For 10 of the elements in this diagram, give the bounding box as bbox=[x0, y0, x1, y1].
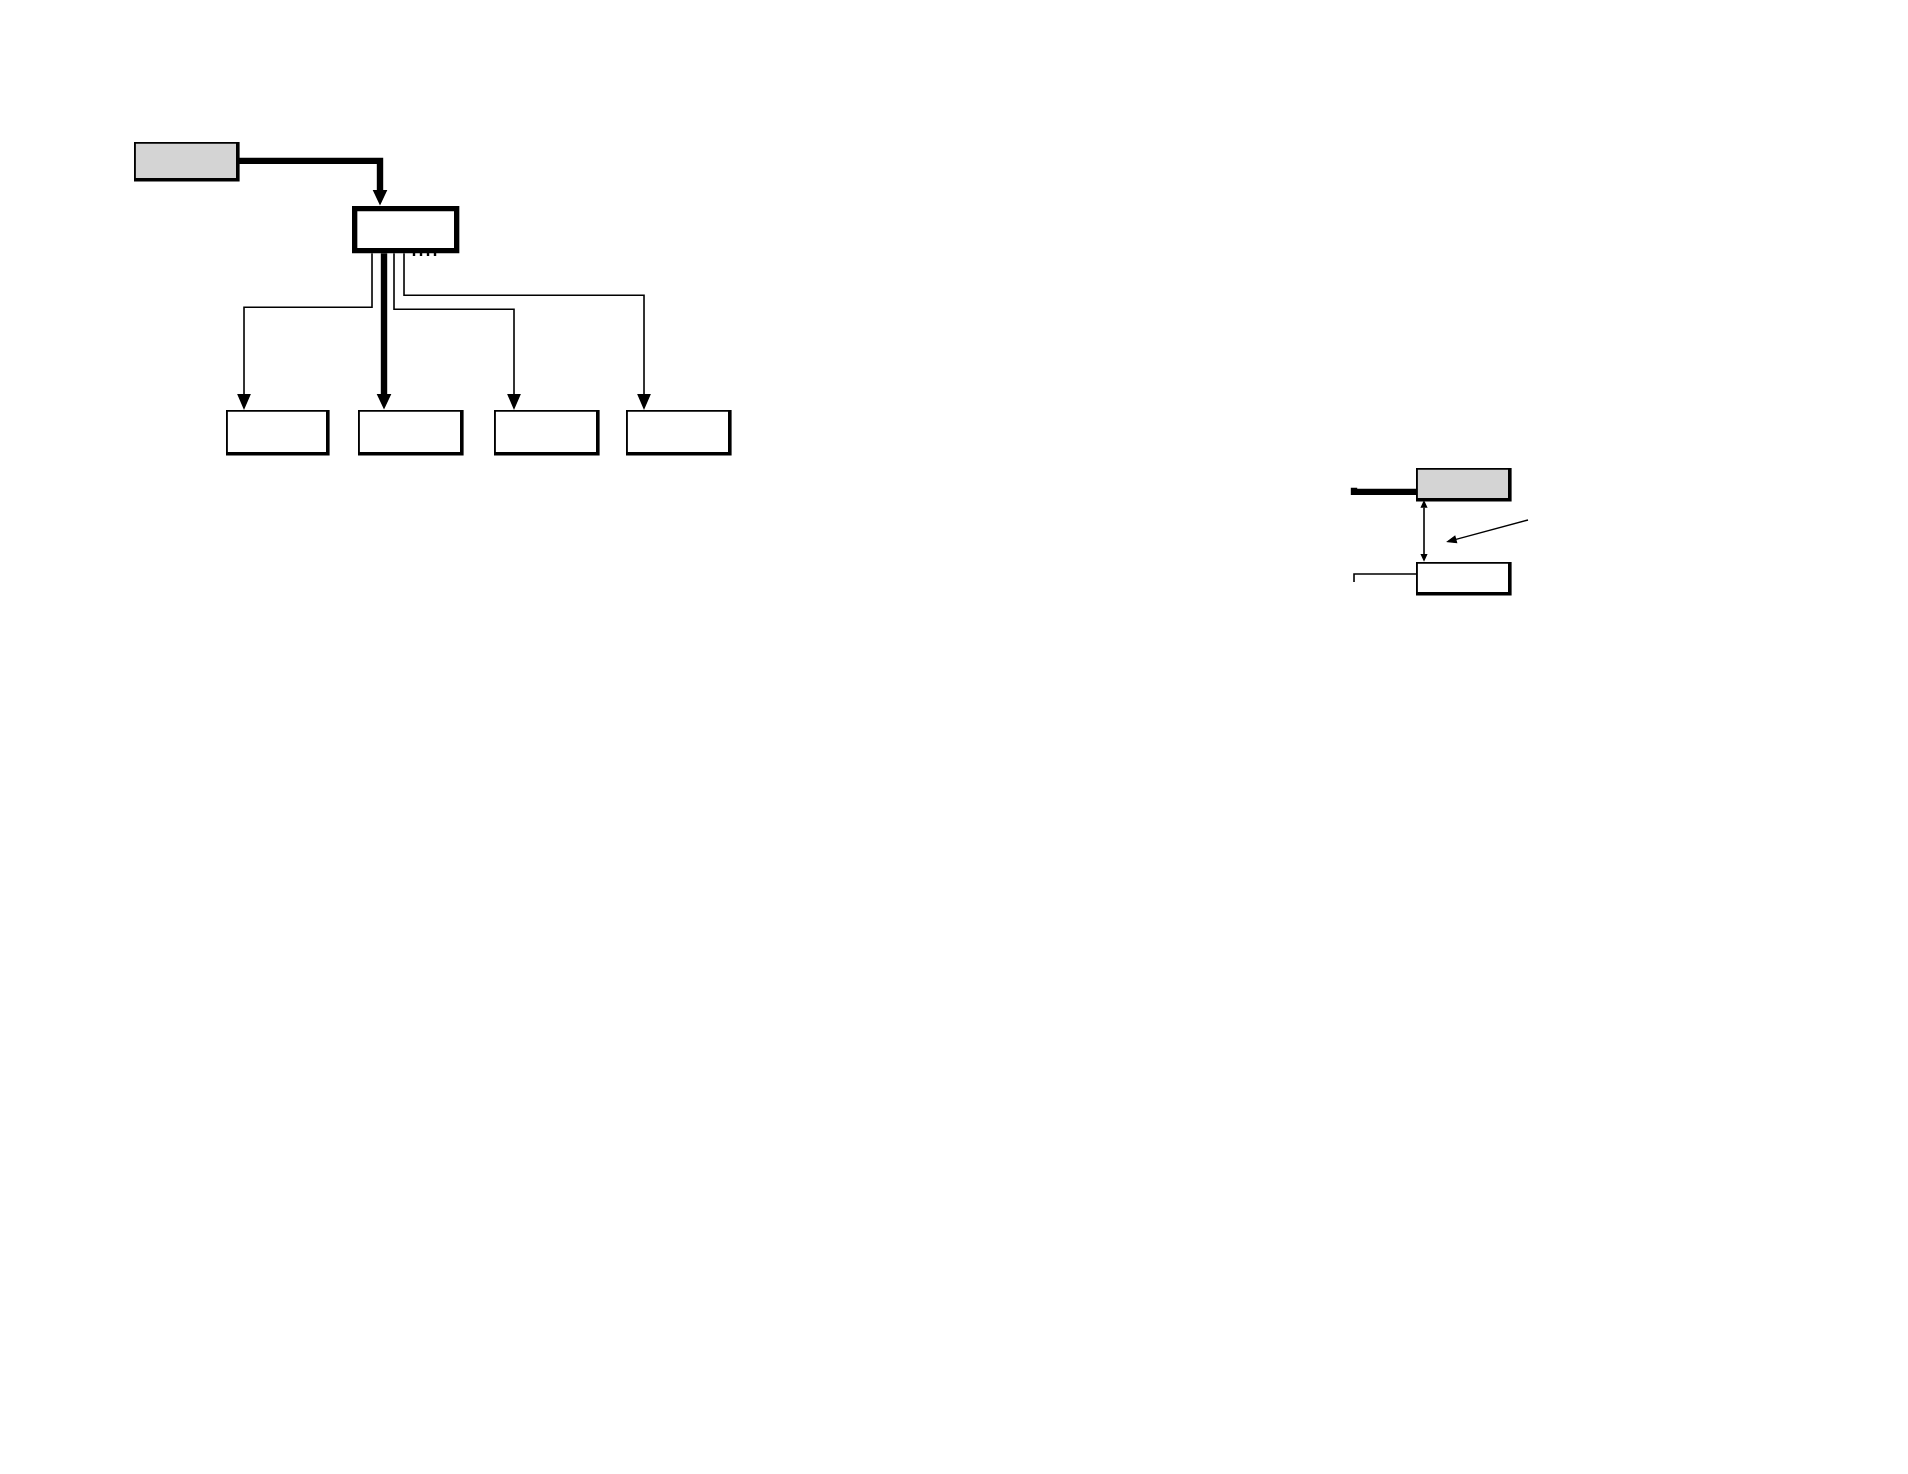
connector-line bbox=[1353, 573, 1417, 583]
box bbox=[494, 410, 600, 456]
box bbox=[226, 410, 330, 456]
connector-line bbox=[1350, 487, 1416, 496]
box bbox=[1416, 562, 1512, 596]
box bbox=[358, 410, 464, 456]
box bbox=[626, 410, 732, 456]
box bbox=[134, 142, 240, 182]
box bbox=[1416, 468, 1512, 502]
box bbox=[352, 206, 460, 254]
